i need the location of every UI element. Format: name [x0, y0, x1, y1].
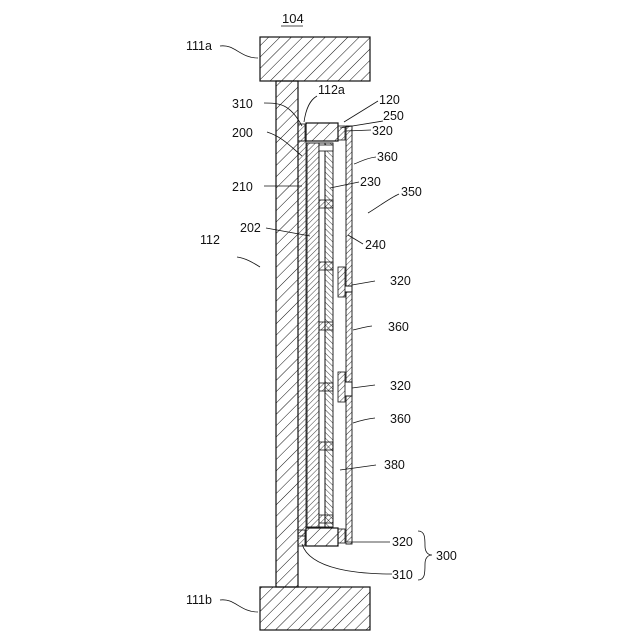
top-bracket-pad — [298, 124, 305, 141]
label-310-top: 310 — [232, 97, 253, 111]
label-200: 200 — [232, 126, 253, 140]
label-111a: 111a — [186, 39, 212, 53]
mast — [276, 81, 298, 587]
label-300: 300 — [436, 549, 457, 563]
cover-plates — [338, 126, 352, 544]
label-350: 350 — [401, 185, 422, 199]
label-360-low: 360 — [390, 412, 411, 426]
figure-title: 104 — [282, 11, 304, 26]
label-360-top: 360 — [377, 150, 398, 164]
label-210: 210 — [232, 180, 253, 194]
label-320-mid1: 320 — [390, 274, 411, 288]
mid-clip-1 — [338, 267, 345, 297]
bottom-holder — [306, 528, 338, 546]
top-block — [260, 37, 370, 81]
panel-stack — [307, 143, 333, 527]
label-120: 120 — [379, 93, 400, 107]
label-320-top: 320 — [372, 124, 393, 138]
backing-plate — [298, 141, 306, 536]
bottom-clip-pad — [338, 529, 345, 543]
mid-clip-2 — [338, 372, 345, 402]
bottom-block — [260, 587, 370, 630]
label-112a: 112a — [318, 83, 345, 97]
label-112: 112 — [200, 233, 220, 247]
label-320-bottom: 320 — [392, 535, 413, 549]
label-360-mid: 360 — [388, 320, 409, 334]
label-380: 380 — [384, 458, 405, 472]
bottom-bracket-pad — [298, 530, 305, 546]
label-202: 202 — [240, 221, 261, 235]
label-320-mid2: 320 — [390, 379, 411, 393]
label-230: 230 — [360, 175, 381, 189]
top-holder — [306, 123, 338, 141]
label-111b: 111b — [186, 593, 212, 607]
label-240: 240 — [365, 238, 386, 252]
label-250: 250 — [383, 109, 404, 123]
label-310-bottom: 310 — [392, 568, 413, 582]
